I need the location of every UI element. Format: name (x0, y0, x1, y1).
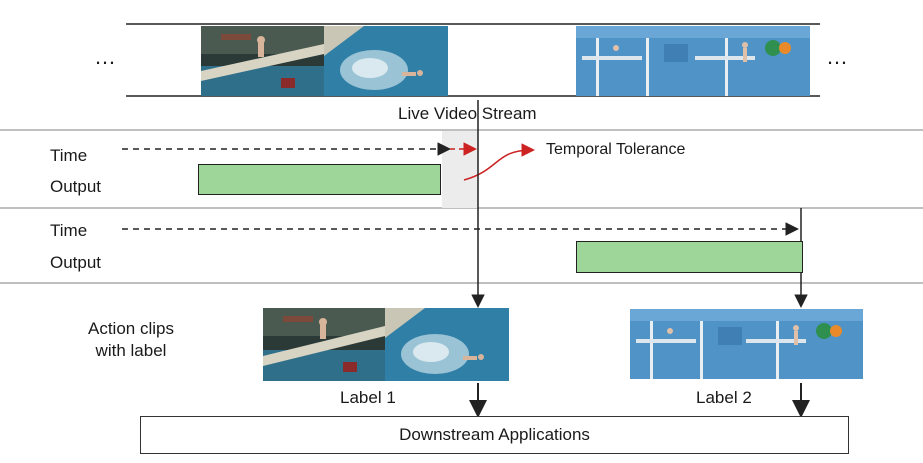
tolerance-curve-arrow (463, 143, 535, 181)
clip2-frame-diving-tower (630, 309, 746, 379)
track1-time-label: Time (50, 146, 88, 165)
clip1-frame-diving-board (263, 308, 385, 381)
clip2-label: Label 2 (696, 388, 752, 407)
clip2-frame-diver-midair (746, 309, 863, 379)
tolerance-label: Temporal Tolerance (546, 141, 686, 158)
track1-output-label: Output (50, 177, 102, 196)
stream-frame-pool-splash (324, 26, 448, 96)
stream-ellipsis-left: … (94, 44, 119, 69)
clip1-label: Label 1 (340, 388, 396, 407)
stream-frame-diving-board (201, 26, 324, 96)
stream-frame-diving-tower (576, 26, 695, 96)
track2-output-bar (576, 241, 803, 273)
stream-ellipsis-right: … (826, 44, 851, 69)
track1-output-bar (198, 164, 441, 195)
stream-frame-diver-midair (695, 26, 810, 96)
clips-heading: Action clips with label (88, 319, 174, 360)
clip1-frame-pool-splash (385, 308, 509, 381)
track2-output-label: Output (50, 253, 102, 272)
downstream-applications-label: Downstream Applications (399, 425, 590, 444)
downstream-applications-box: Downstream Applications (140, 416, 849, 454)
track2-time-label: Time (50, 221, 88, 240)
stream-caption: Live Video Stream (398, 104, 537, 123)
